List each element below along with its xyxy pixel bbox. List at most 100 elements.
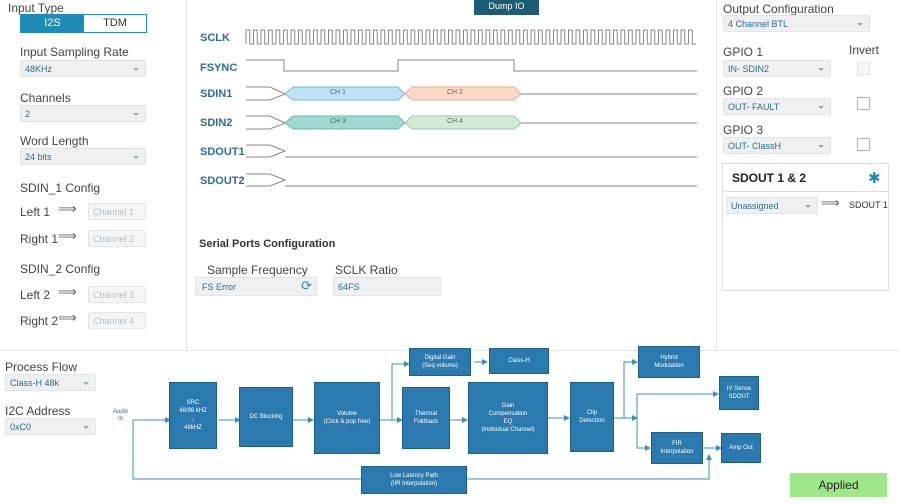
hybrid-modulation-block: Hybrid Modulation [639,347,699,377]
channels-label: Channels [20,91,71,105]
word-length-value: 24 bits [25,152,52,162]
sclk-ratio-label: SCLK Ratio [335,263,398,277]
flow-line [623,359,638,418]
word-length-label: Word Length [20,134,89,148]
gain-compensation-block: Gain Compensation EQ (Individual Channel… [469,383,547,453]
right2-channel-select[interactable]: Channel 4 [88,312,146,329]
double-arrow-icon: ⟹ [58,310,77,325]
timing-diagram [245,29,697,187]
double-arrow-icon: ⟹ [58,228,77,243]
gpio3-label: GPIO 3 [723,123,764,137]
chevron-down-icon [857,23,863,26]
sdin1-label: SDIN1 [200,88,233,100]
ch3-label: CH 3 [330,118,346,125]
sample-frequency-value: FS Error [202,282,237,292]
thermal-foldback-block: Thermal Foldback [403,388,449,448]
channels-value: 2 [25,109,31,119]
double-arrow-icon: ⟹ [821,195,840,210]
ch2-label: CH 2 [447,89,463,96]
gpio1-invert-checkbox[interactable] [857,62,870,75]
sample-frequency-field[interactable]: FS Error ⟳ [195,277,317,296]
sclk-ratio-value: 64FS [338,282,360,292]
gear-icon[interactable]: ✱ [868,170,881,187]
sclk-label: SCLK [200,32,230,44]
flow-line [636,418,651,451]
input-type-toggle: I2S TDM [20,14,147,33]
word-length-select[interactable]: 24 bits [20,148,146,165]
chevron-down-icon [83,382,89,385]
sclk-ratio-field[interactable]: 64FS [333,277,441,296]
chevron-down-icon [818,106,824,109]
right-divider [716,0,717,350]
chevron-down-icon [133,156,139,159]
sdin1-config-label: SDIN_1 Config [20,181,101,195]
chevron-down-icon [818,145,824,148]
left2-channel-value: Channel 3 [93,290,135,300]
gpio3-value: OUT- ClassH [728,141,782,151]
src-block: SRC 48/96 kHZ ↓ 48kHZ [170,383,216,448]
clip-detection-block: Clip Detection [571,383,613,451]
applied-status-badge: Applied [790,473,887,497]
sampling-rate-label: Input Sampling Rate [20,45,129,59]
sdout-panel-divider [723,191,888,192]
input-type-label: Input Type [8,1,64,15]
gpio2-label: GPIO 2 [723,84,764,98]
tdm-toggle-button[interactable]: TDM [103,17,127,29]
right1-channel-select[interactable]: Channel 2 [88,230,146,247]
output-config-select[interactable]: 4 Channel BTL [723,15,870,32]
right2-channel-value: Channel 4 [93,316,135,326]
sclk-waveform [245,29,696,45]
gpio2-invert-checkbox[interactable] [857,97,870,110]
left-divider [186,0,187,350]
sampling-rate-select[interactable]: 48KHz [20,60,146,77]
volume-block: Volume (Click & pop free) [315,383,379,453]
dump-io-button[interactable]: Dump IO [474,0,539,15]
chevron-down-icon [133,68,139,71]
left1-label: Left 1 [20,205,51,219]
dc-blocking-block: DC Blocking [240,388,292,446]
flow-line [132,420,362,480]
sdout-panel-title: SDOUT 1 & 2 [732,171,807,185]
gpio3-select[interactable]: OUT- ClassH [723,137,831,154]
fsync-waveform [246,59,697,72]
sdout1-waveform [246,144,697,158]
double-arrow-icon: ⟹ [58,201,77,216]
left1-channel-select[interactable]: Channel 1 [88,203,146,220]
process-flow-value: Class-H 48k [10,378,60,388]
sdout1-target-label: SDOUT 1 [849,200,888,210]
left1-channel-value: Channel 1 [93,207,135,217]
fsync-label: FSYNC [200,62,238,74]
flow-line [391,361,410,420]
sdout-source-value: Unassigned [731,201,779,211]
i2c-address-select[interactable]: 0xC0 [5,418,96,435]
refresh-icon[interactable]: ⟳ [301,278,312,293]
gpio1-select[interactable]: IN- SDIN2 [723,60,831,77]
gpio3-invert-checkbox[interactable] [857,138,870,151]
fir-interpolation-block: FIR Interpolation [652,433,702,463]
ch4-label: CH 4 [447,118,463,125]
left2-channel-select[interactable]: Channel 3 [88,286,146,303]
digital-gain-block: Digital Gain (Seq volume) [410,349,470,375]
sdout-panel: SDOUT 1 & 2 ✱ Unassigned ⟹ SDOUT 1 [722,163,889,291]
sdout1-label: SDOUT1 [200,146,245,158]
process-flow-label: Process Flow [5,360,78,374]
sdin2-label: SDIN2 [200,117,233,129]
sdout2-waveform [246,173,697,187]
chevron-down-icon [133,113,139,116]
double-arrow-icon: ⟹ [58,284,77,299]
gpio2-select[interactable]: OUT- FAULT [723,98,831,115]
sdout-source-select[interactable]: Unassigned [726,197,818,214]
sdout2-label: SDOUT2 [200,175,245,187]
chevron-down-icon [83,426,89,429]
sampling-rate-value: 48KHz [25,64,53,74]
process-flow-select[interactable]: Class-H 48k [5,374,96,391]
iv-sense-block: IV Sense SDOUT [720,377,758,409]
right2-label: Right 2 [20,314,59,328]
i2s-toggle-button[interactable]: I2S [21,15,84,32]
audio-in-label: Audio In [113,409,129,423]
i2c-address-value: 0xC0 [10,422,32,432]
output-config-value: 4 Channel BTL [728,19,789,29]
channels-select[interactable]: 2 [20,105,146,122]
sample-frequency-label: Sample Frequency [207,263,308,277]
